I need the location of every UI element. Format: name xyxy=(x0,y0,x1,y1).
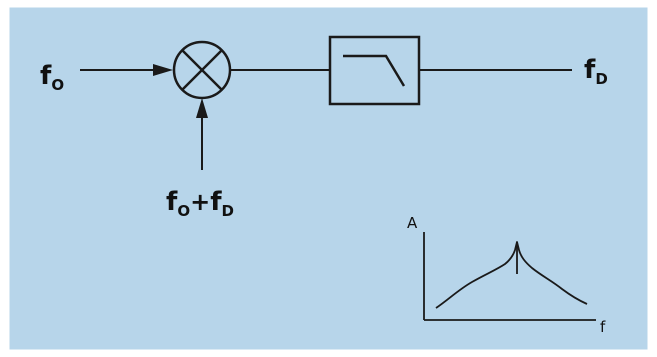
lo-input-arrowhead xyxy=(196,98,208,118)
spectrum-y-axis-label: A xyxy=(407,214,418,232)
filter-response-icon xyxy=(343,54,406,87)
input-frequency-label: fO xyxy=(40,61,64,94)
mixer-cross-line-2 xyxy=(181,49,223,91)
output-frequency-label: fD xyxy=(584,55,608,88)
lo-frequency-label: fO+fD xyxy=(166,187,234,220)
diagram-panel xyxy=(6,4,651,353)
input-arrowhead xyxy=(153,64,173,76)
spectrum-inset: A f xyxy=(407,214,606,336)
spectrum-x-axis-label: f xyxy=(600,318,606,336)
